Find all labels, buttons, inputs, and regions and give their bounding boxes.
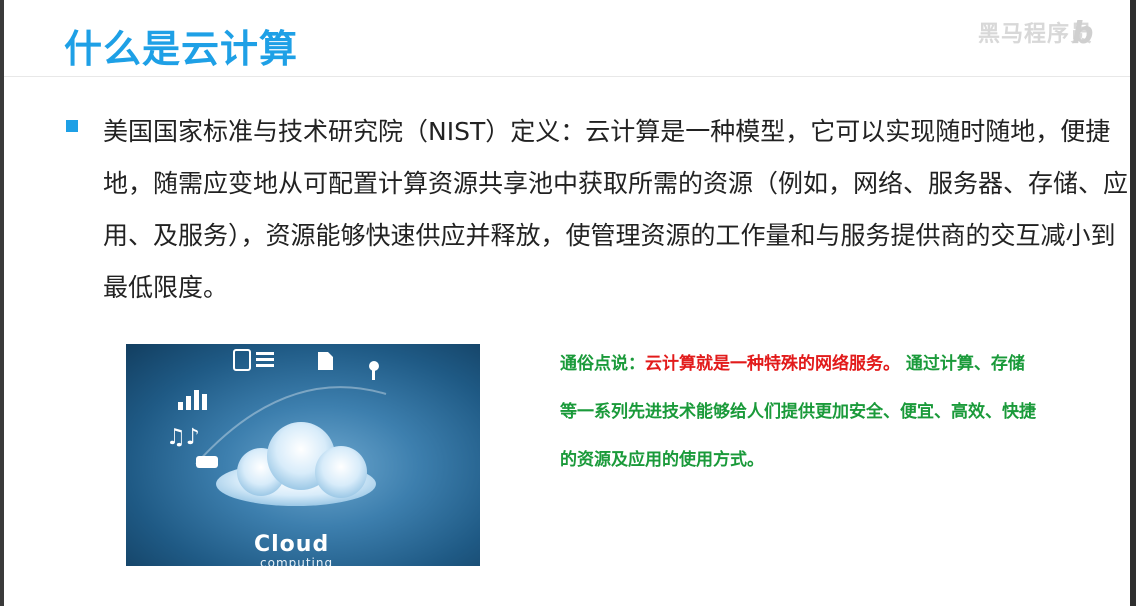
svg-text:♫♪: ♫♪ — [166, 425, 200, 450]
header-divider — [4, 76, 1130, 77]
music-note-icon: ♫♪ — [166, 425, 200, 450]
left-edge — [0, 0, 4, 606]
chat-bubble-icon — [196, 456, 218, 468]
plain-rest: 通过计算、存储等一系列先进技术能够给人们提供更加安全、便宜、高效、快捷的资源及应… — [560, 354, 1036, 470]
cloud-computing-image: ♫♪ Cloud computing — [126, 344, 480, 566]
plain-explanation: 通俗点说：云计算就是一种特殊的网络服务。 通过计算、存储等一系列先进技术能够给人… — [560, 340, 1040, 484]
right-edge — [1130, 0, 1136, 606]
cloud-shape — [216, 422, 376, 506]
plain-highlight: 云计算就是一种特殊的网络服务。 — [645, 354, 900, 374]
watermark-logo-icon: b — [1072, 16, 1094, 51]
tablet-icon — [233, 349, 251, 371]
microphone-icon — [369, 361, 379, 380]
watermark-text: 黑马程序员 — [978, 22, 1094, 47]
cloud-sublabel: computing — [260, 556, 334, 566]
definition-text: 美国国家标准与技术研究院（NIST）定义：云计算是一种模型，它可以实现随时随地，… — [103, 117, 1129, 302]
cloud-label: Cloud — [254, 532, 330, 557]
bullet-square-icon — [66, 120, 78, 132]
slide-title: 什么是云计算 — [64, 27, 299, 71]
plain-prefix: 通俗点说： — [560, 354, 645, 374]
document-list-icon — [256, 352, 274, 367]
file-icon — [318, 352, 333, 370]
light-arc — [195, 386, 387, 465]
bar-chart-icon — [178, 390, 207, 410]
cloud-illustration: ♫♪ — [166, 349, 387, 506]
